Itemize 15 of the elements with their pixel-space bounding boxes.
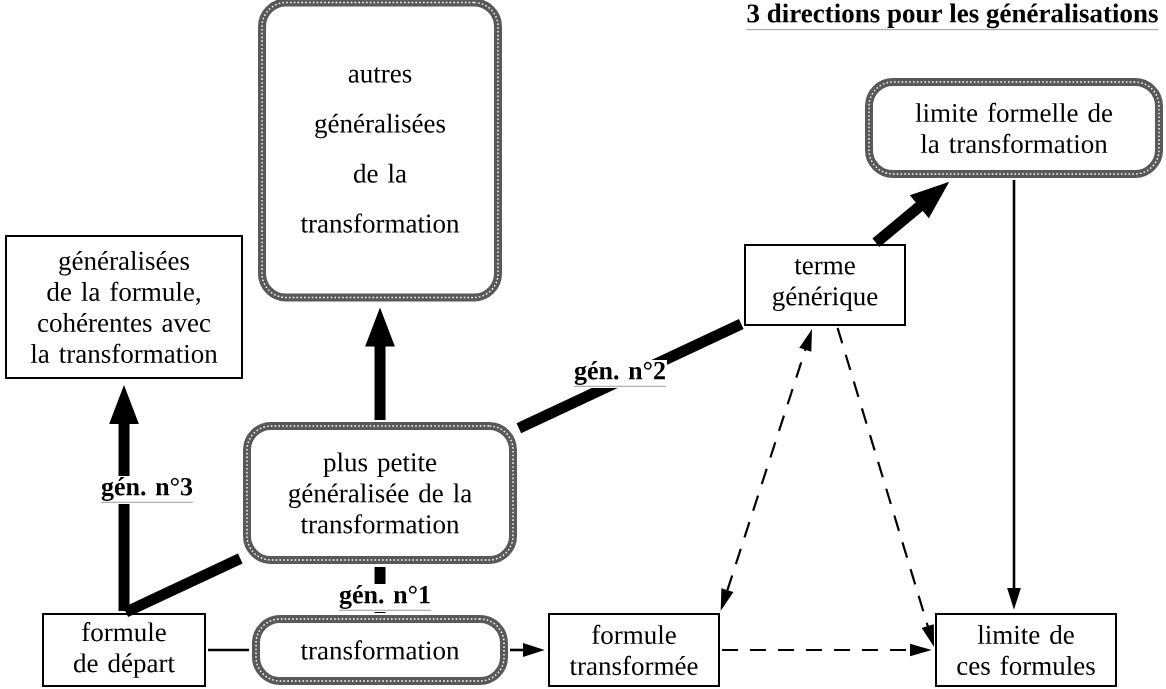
process-box: généralisées de la formule, cohérentes avec la transformation	[5, 235, 243, 379]
hatched-rounded-box: plus petite généralisée de la transformation	[243, 422, 517, 564]
connector-line	[123, 553, 243, 618]
hatched-rounded-box: limite formelle de la transformation	[865, 78, 1163, 178]
process-box: limite de ces formules	[935, 613, 1117, 687]
title: 3 directions pour les généralisations	[746, 3, 1159, 30]
process-box: formule transformée	[548, 613, 720, 687]
process-box: terme générique	[744, 244, 906, 326]
edge-label: gén. n°3	[100, 476, 194, 504]
edge-label: gén. n°2	[573, 360, 667, 388]
process-box: formule de départ	[42, 613, 206, 687]
hatched-rounded-box: transformation	[252, 615, 508, 685]
hatched-rounded-box: autres généralisées de la transformation	[258, 0, 502, 302]
connector-line	[208, 648, 249, 652]
edge-label: gén. n°1	[338, 584, 432, 612]
